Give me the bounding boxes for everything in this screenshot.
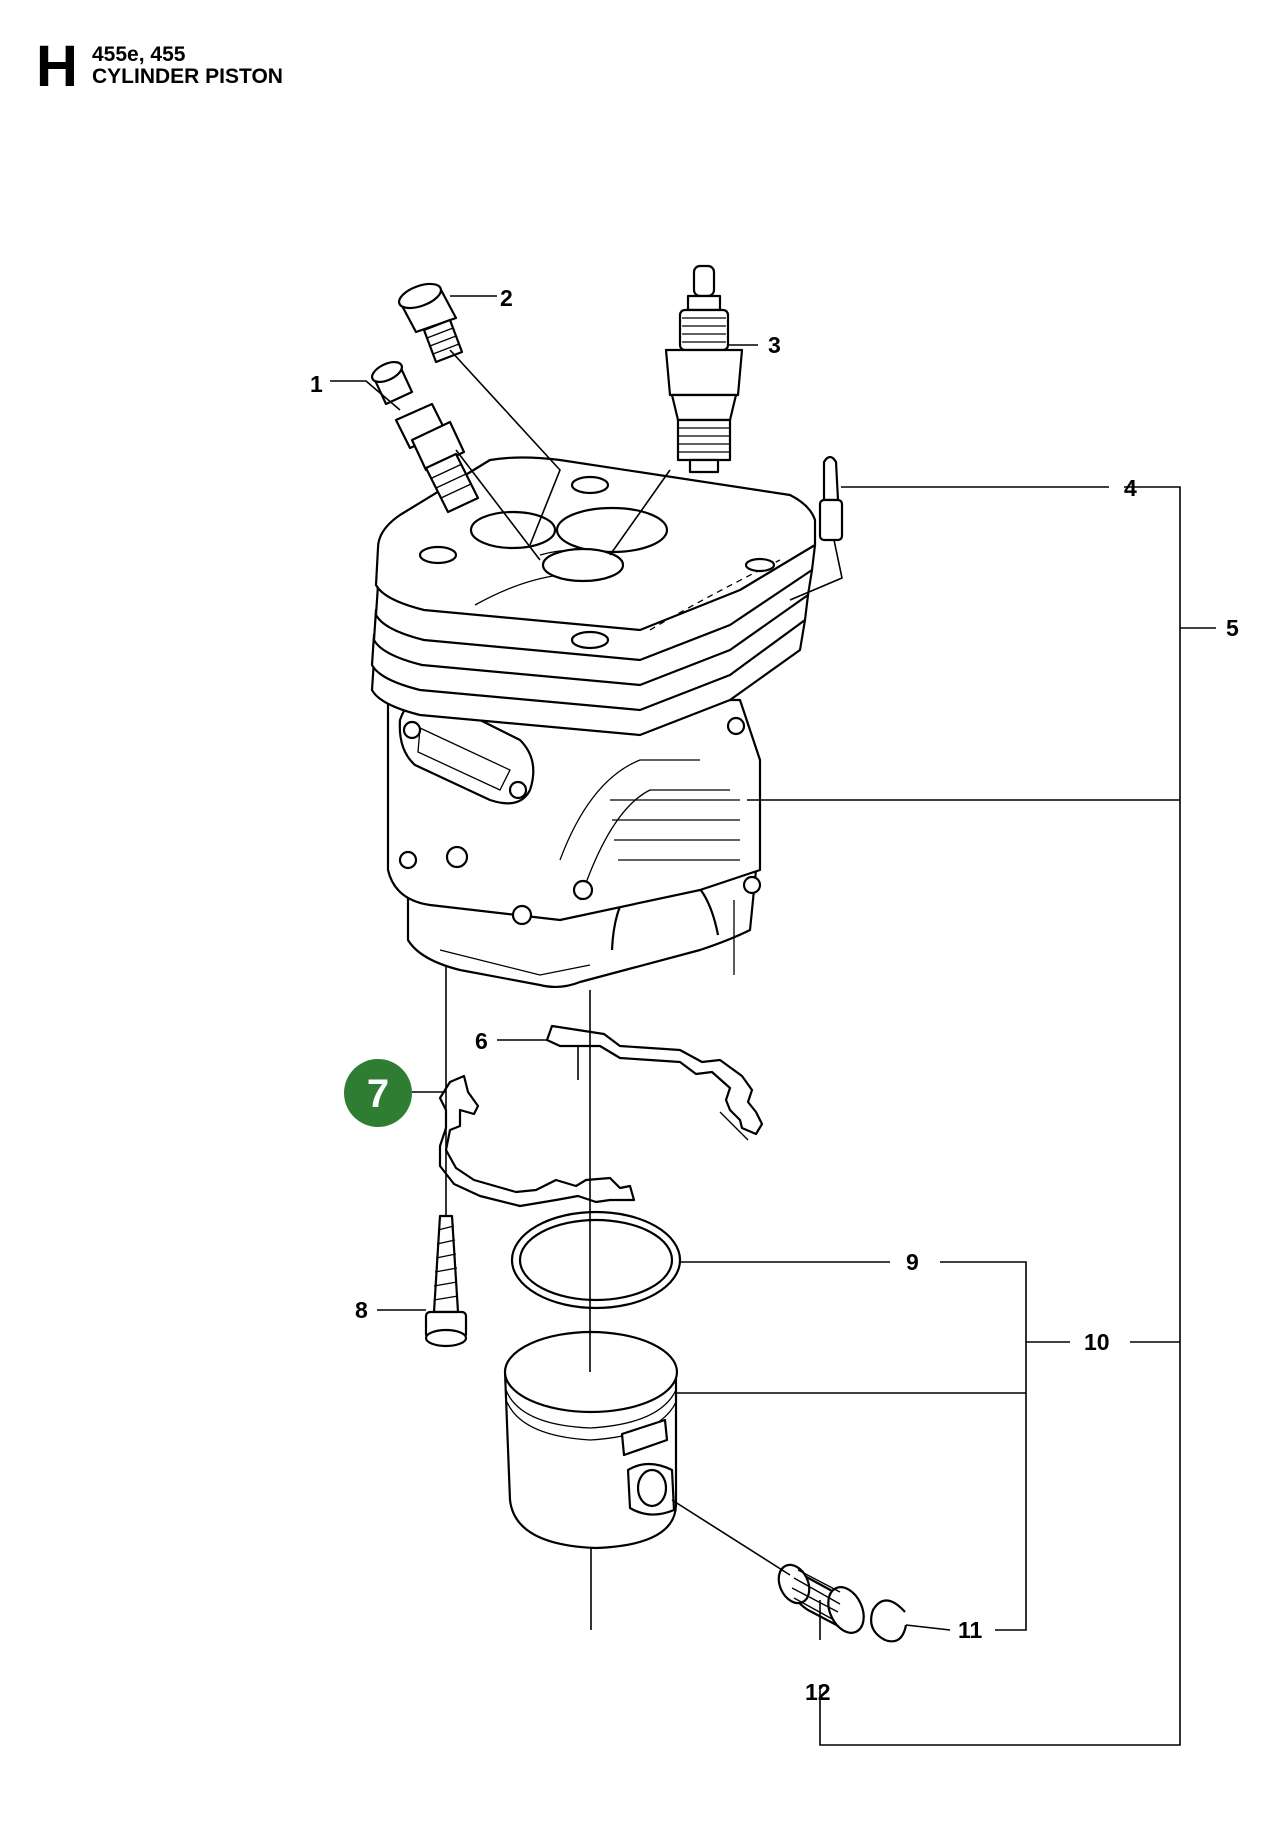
cylinder-screw[interactable] bbox=[424, 1214, 468, 1348]
decompression-valve[interactable] bbox=[369, 358, 480, 514]
cylinder-plug[interactable] bbox=[396, 279, 464, 364]
spark-plug[interactable] bbox=[664, 264, 744, 474]
callout-10: 10 bbox=[1084, 1329, 1110, 1355]
leader-lines bbox=[330, 295, 1216, 1746]
section-letter: H bbox=[36, 34, 78, 99]
callout-2: 2 bbox=[500, 285, 513, 311]
piston-ring[interactable] bbox=[510, 1210, 682, 1310]
callout-11: 11 bbox=[958, 1617, 983, 1643]
inlet-gasket[interactable] bbox=[438, 1074, 636, 1208]
page-title: CYLINDER PISTON bbox=[92, 65, 283, 88]
callout-5: 5 bbox=[1226, 615, 1239, 641]
callout-7: 7 bbox=[367, 1072, 389, 1116]
callout-1: 1 bbox=[310, 371, 323, 397]
highlighted-callout-7[interactable]: 7 bbox=[344, 1059, 412, 1127]
cylinder-base-gasket[interactable] bbox=[545, 1024, 764, 1141]
callout-6: 6 bbox=[475, 1028, 488, 1054]
callout-8: 8 bbox=[355, 1297, 368, 1323]
piston-pin-circlip[interactable] bbox=[870, 1599, 908, 1643]
callout-4: 4 bbox=[1124, 475, 1137, 501]
callout-12: 12 bbox=[805, 1679, 831, 1705]
impulse-nipple[interactable] bbox=[818, 455, 844, 542]
callouts: 1 2 3 4 5 6 8 9 10 11 12 bbox=[310, 285, 1239, 1705]
model-numbers: 455e, 455 bbox=[92, 43, 186, 66]
callout-3: 3 bbox=[768, 332, 781, 358]
needle-bearing[interactable] bbox=[773, 1560, 871, 1639]
highlight-badge bbox=[344, 1059, 412, 1127]
piston[interactable] bbox=[503, 1330, 679, 1550]
cylinder[interactable] bbox=[370, 456, 817, 989]
callout-9: 9 bbox=[906, 1249, 919, 1275]
